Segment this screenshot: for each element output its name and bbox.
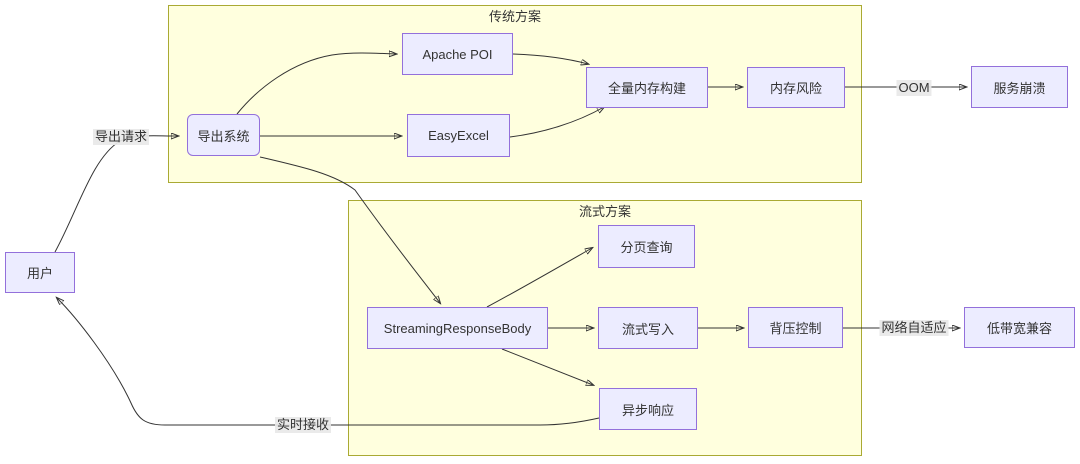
node-user: 用户: [5, 252, 75, 293]
node-service-crash: 服务崩溃: [971, 66, 1068, 108]
edge-label-oom: OOM: [896, 80, 932, 96]
edge-srb-to-pagination-query: [486, 248, 592, 308]
cluster-traditional: 传统方案: [168, 5, 862, 183]
node-stream-write: 流式写入: [598, 307, 698, 349]
edge-apache-poi-to-full-memory-build: [512, 53, 588, 64]
edge-async-response-to-user: [57, 298, 600, 426]
edge-export-system-to-apache-poi: [236, 53, 396, 115]
node-full-memory-build: 全量内存构建: [586, 67, 708, 108]
node-backpressure-control: 背压控制: [748, 307, 843, 348]
edge-label-network-adaptive: 网络自适应: [879, 320, 949, 336]
edge-user-to-export-system: [54, 136, 178, 253]
node-export-system: 导出系统: [187, 114, 260, 156]
node-apache-poi: Apache POI: [402, 33, 513, 75]
edge-label-realtime-receive: 实时接收: [274, 417, 332, 433]
edge-easyexcel-to-full-memory-build: [509, 107, 604, 138]
node-easyexcel: EasyExcel: [407, 114, 510, 157]
cluster-traditional-title: 传统方案: [488, 9, 542, 24]
edge-label-export-request: 导出请求: [92, 129, 150, 145]
node-low-bandwidth-compat: 低带宽兼容: [964, 307, 1075, 348]
node-async-response: 异步响应: [599, 388, 697, 430]
edge-export-system-to-streaming-response-body: [259, 156, 440, 303]
edge-srb-to-async-response: [501, 348, 593, 385]
cluster-streaming-title: 流式方案: [578, 204, 632, 219]
node-memory-risk: 内存风险: [747, 67, 845, 108]
node-streaming-response-body: StreamingResponseBody: [367, 307, 548, 349]
node-pagination-query: 分页查询: [598, 225, 695, 268]
